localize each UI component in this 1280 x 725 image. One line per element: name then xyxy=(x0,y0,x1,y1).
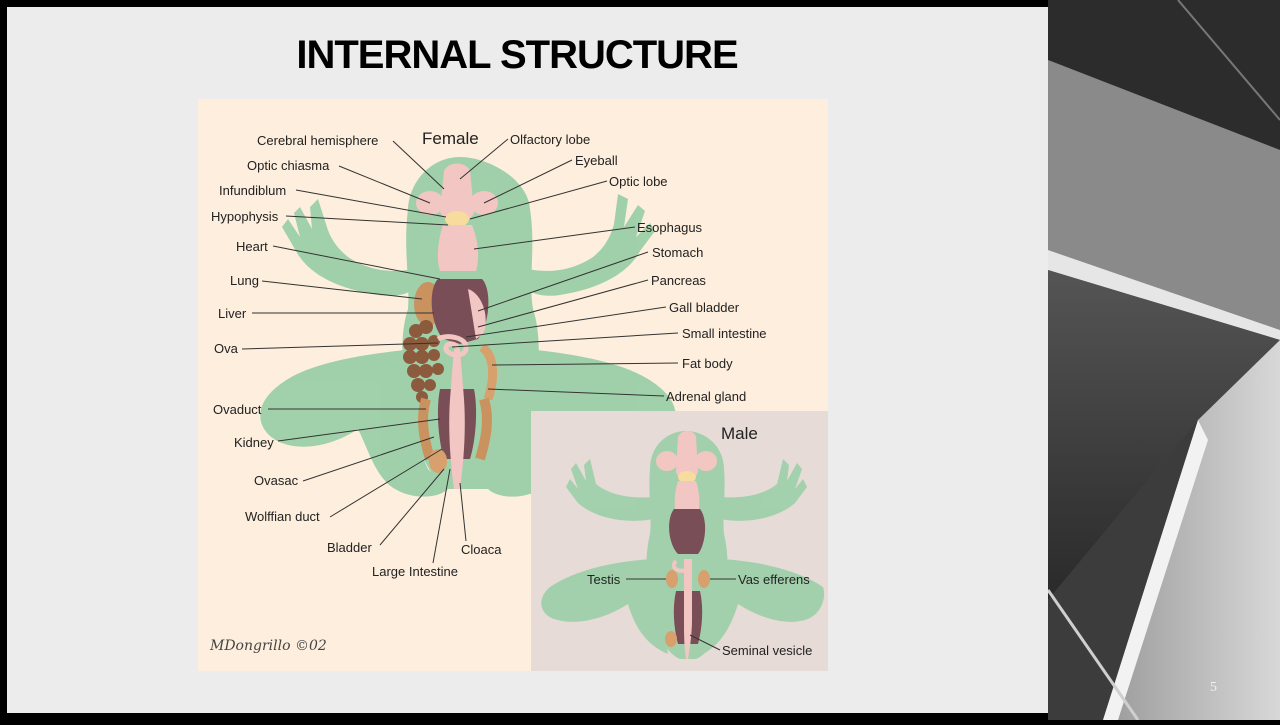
ova-mass xyxy=(403,320,444,403)
label-eyeball: Eyeball xyxy=(575,153,618,168)
ovaduct-shape xyxy=(418,397,435,461)
label-adrenal-gland: Adrenal gland xyxy=(666,389,746,404)
label-ovasac: Ovasac xyxy=(254,473,299,488)
label-heart: Heart xyxy=(236,239,268,254)
large-intestine-shape xyxy=(449,349,465,489)
page-number: 5 xyxy=(1210,680,1217,695)
esophagus-shape xyxy=(437,225,479,271)
male-testis-right xyxy=(698,570,710,588)
liver-left xyxy=(431,279,460,344)
label-stomach: Stomach xyxy=(652,245,703,260)
female-frog-body xyxy=(260,157,676,497)
label-gall-bladder: Gall bladder xyxy=(669,300,740,315)
label-vas-efferens: Vas efferens xyxy=(738,572,810,587)
label-large-intestine: Large Intestine xyxy=(372,564,458,579)
label-ovaduct: Ovaduct xyxy=(213,402,262,417)
male-testis-left xyxy=(666,570,678,588)
brain xyxy=(440,163,474,222)
female-heading: Female xyxy=(422,129,479,148)
label-pancreas: Pancreas xyxy=(651,273,706,288)
label-liver: Liver xyxy=(218,306,247,321)
label-bladder: Bladder xyxy=(327,540,372,555)
fat-body-shape xyxy=(478,343,497,401)
label-optic-chiasma: Optic chiasma xyxy=(247,158,330,173)
label-seminal-vesicle: Seminal vesicle xyxy=(722,643,812,658)
label-ova: Ova xyxy=(214,341,239,356)
label-olfactory-lobe: Olfactory lobe xyxy=(510,132,590,147)
label-fat-body: Fat body xyxy=(682,356,733,371)
label-lung: Lung xyxy=(230,273,259,288)
male-heading: Male xyxy=(721,424,758,443)
slide-title: INTERNAL STRUCTURE xyxy=(296,33,738,77)
label-infundiblum: Infundiblum xyxy=(219,183,286,198)
label-optic-lobe: Optic lobe xyxy=(609,174,668,189)
frog-anatomy-diagram: Cerebral hemisphere Optic chiasma Infund… xyxy=(198,99,828,671)
label-testis: Testis xyxy=(587,572,621,587)
female-leader-lines xyxy=(241,138,679,564)
label-small-intestine: Small intestine xyxy=(682,326,767,341)
label-cloaca: Cloaca xyxy=(461,542,502,557)
label-wolffian-duct: Wolffian duct xyxy=(245,509,320,524)
male-leader-lines xyxy=(626,578,736,651)
right-oviduct-shape xyxy=(475,397,492,461)
architecture-photo xyxy=(1046,0,1280,721)
artist-signature: MDongrillo ©02 xyxy=(209,638,327,654)
optic-lobes xyxy=(445,211,469,227)
label-esophagus: Esophagus xyxy=(637,220,703,235)
label-cerebral-hemisphere: Cerebral hemisphere xyxy=(257,133,378,148)
label-kidney: Kidney xyxy=(234,435,274,450)
female-organs xyxy=(403,163,498,489)
decorative-photo-panel xyxy=(1046,0,1280,721)
ovasac-shape xyxy=(429,449,447,473)
label-hypophysis: Hypophysis xyxy=(211,209,279,224)
male-organs xyxy=(656,431,717,659)
